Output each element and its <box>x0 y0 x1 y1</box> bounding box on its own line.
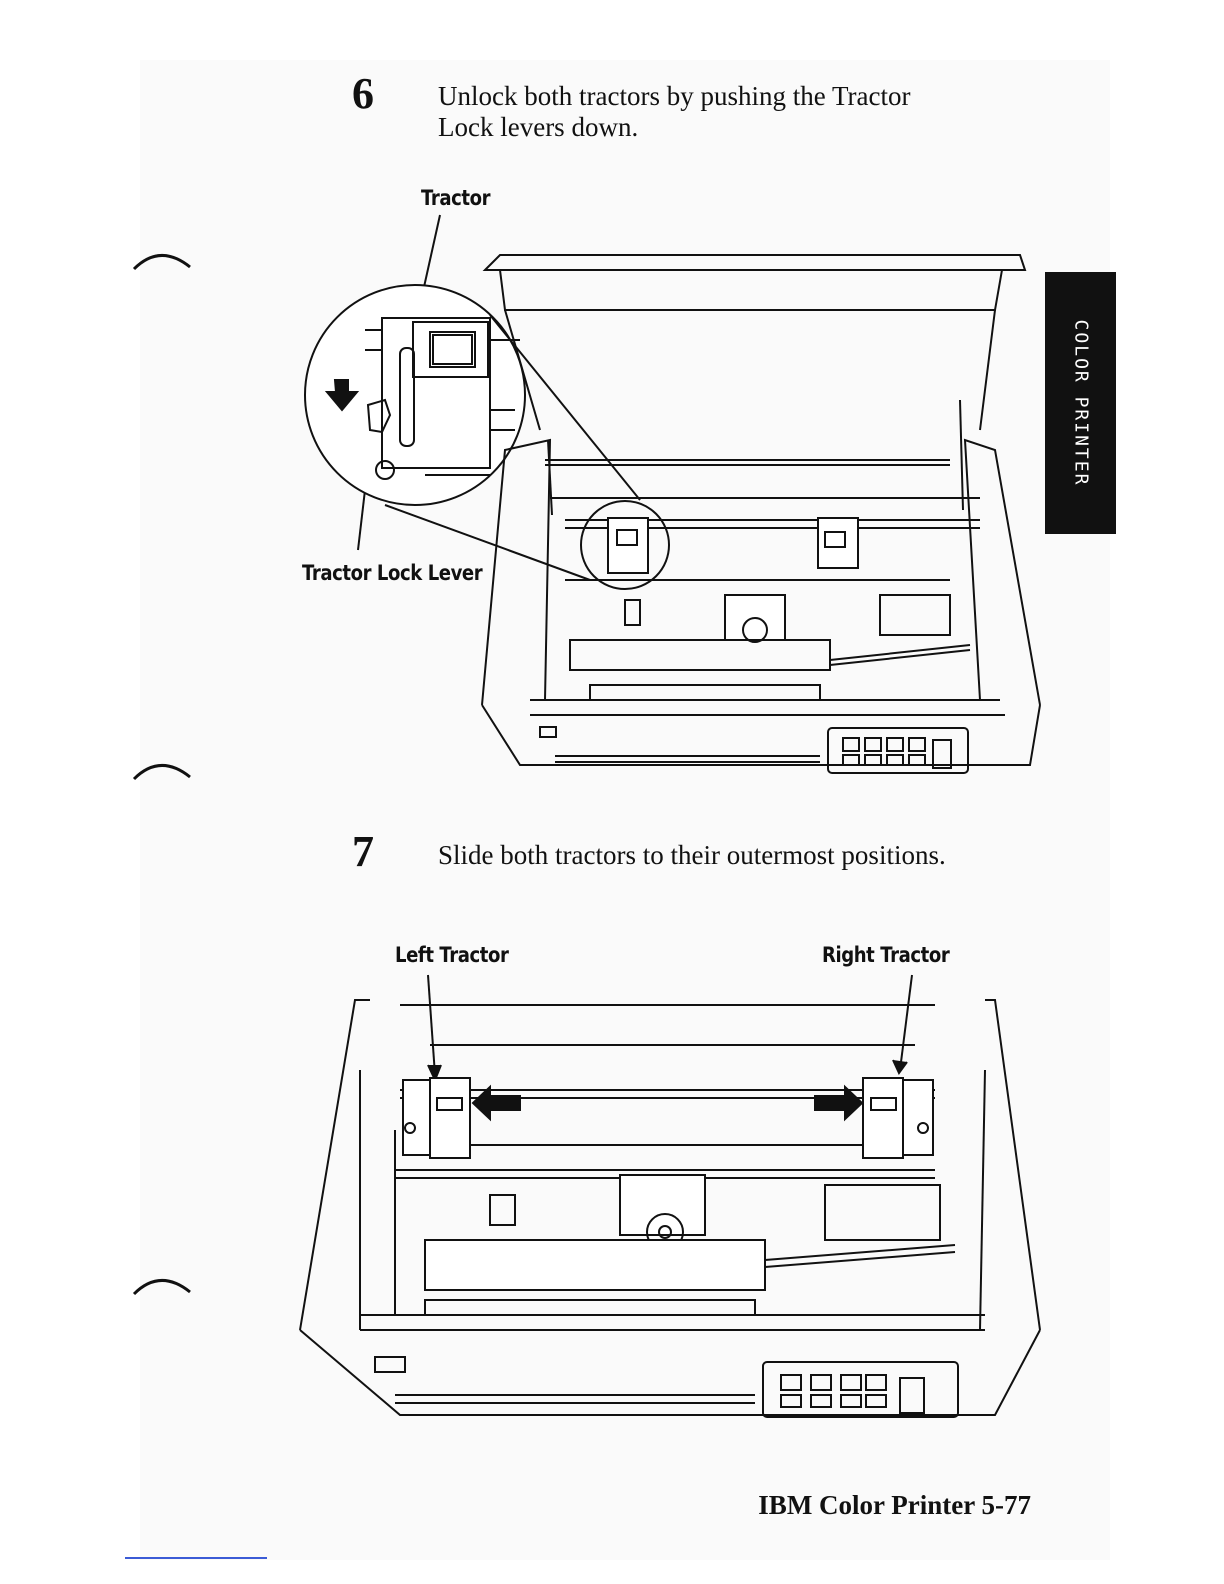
callout-right-tractor: Right Tractor <box>822 943 949 967</box>
step-instruction: Slide both tractors to their outermost p… <box>438 840 946 871</box>
printer-figure-unlock <box>290 200 1050 780</box>
right-arrow-icon <box>815 1087 862 1119</box>
step-number: 6 <box>352 72 374 116</box>
step-number: 7 <box>352 830 374 874</box>
step-instruction-line: Lock levers down. <box>438 112 910 143</box>
step-instruction: Unlock both tractors by pushing the Trac… <box>438 81 910 143</box>
left-arrow-icon <box>473 1087 520 1119</box>
printer-figure-slide <box>295 970 1045 1420</box>
page-footer: IBM Color Printer 5-77 <box>758 1490 1031 1521</box>
bottom-rule <box>125 1557 267 1559</box>
section-tab-label: COLOR PRINTER <box>1070 320 1091 487</box>
callout-left-tractor: Left Tractor <box>395 943 508 967</box>
binder-hole-mark-icon <box>130 1270 195 1300</box>
binder-hole-mark-icon <box>130 245 195 275</box>
binder-hole-mark-icon <box>130 755 195 785</box>
step-instruction-line: Unlock both tractors by pushing the Trac… <box>438 81 910 112</box>
section-tab: COLOR PRINTER <box>1045 272 1116 534</box>
